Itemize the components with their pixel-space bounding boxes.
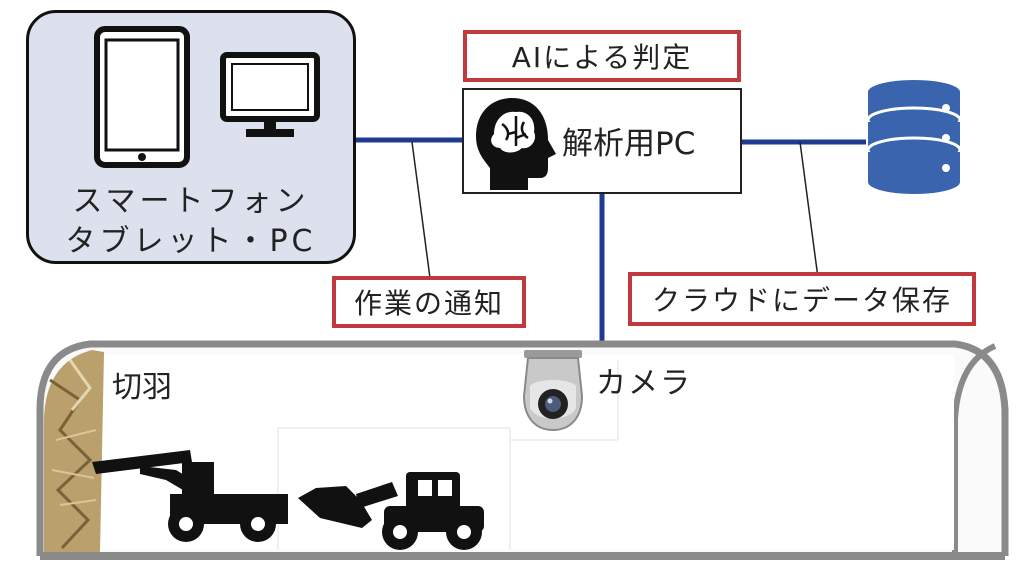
devices-label-line2: タブレット・PC: [65, 224, 317, 259]
tablet-icon: [94, 26, 190, 168]
drill-jumbo-icon: [92, 450, 288, 542]
dome-camera-icon: [522, 350, 584, 432]
tunnel-face-rock: [44, 350, 104, 552]
leader-line-notification: [411, 141, 431, 279]
cloud-save-label: クラウドにデータ保存: [628, 272, 976, 326]
database-icon: [866, 80, 962, 194]
devices-label-line1: スマートフォン: [72, 184, 310, 219]
analysis-pc-label: 解析用PC: [562, 126, 696, 162]
monitor-icon: [220, 52, 320, 137]
wheel-loader-icon: [298, 472, 484, 550]
ai-judgement-label: AIによる判定: [463, 30, 741, 82]
leader-line-cloud: [799, 141, 819, 279]
tunnel-face-label: 切羽: [112, 370, 172, 405]
camera-label: カメラ: [596, 366, 692, 401]
brain-head-icon: [476, 98, 556, 190]
work-notification-label: 作業の通知: [332, 276, 526, 328]
